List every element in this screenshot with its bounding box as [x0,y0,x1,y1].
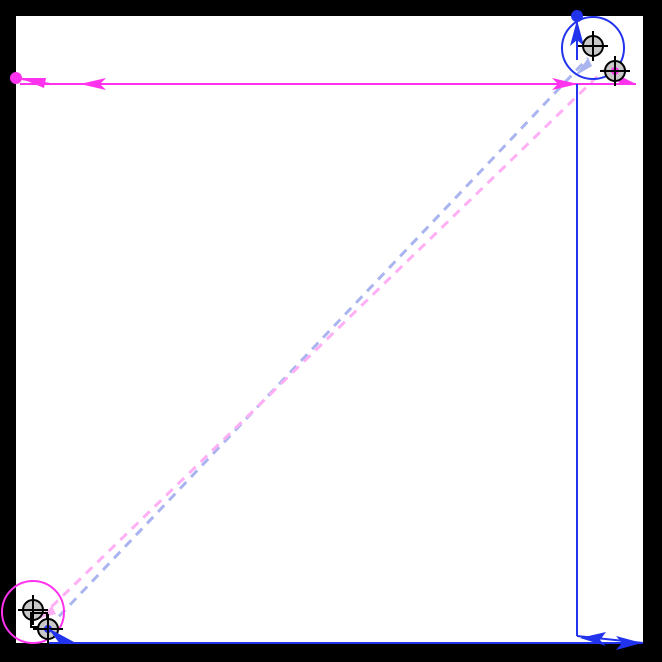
magenta-arrowhead-leader [20,78,46,88]
blue-arrowhead-bottom-right [616,636,642,650]
magenta-dot-handle-icon[interactable] [10,72,22,84]
magenta-arrowhead-right [552,78,578,90]
blue-arrowhead-corner [48,628,74,644]
blue-wedge-top [575,58,592,76]
blue-arrowhead-bottom-left [580,632,606,646]
magenta-diagonal-guide [38,68,606,620]
magenta-selection-ring [1,580,65,644]
crosshair-target-icon[interactable] [578,31,608,61]
crosshair-target-icon[interactable] [18,595,48,625]
blue-arrowhead-up [570,20,584,46]
magenta-arrowhead-left [80,78,106,90]
blue-diagonal-guide [46,56,590,630]
blue-selection-ring [561,16,625,80]
crosshair-target-icon[interactable] [600,56,630,86]
